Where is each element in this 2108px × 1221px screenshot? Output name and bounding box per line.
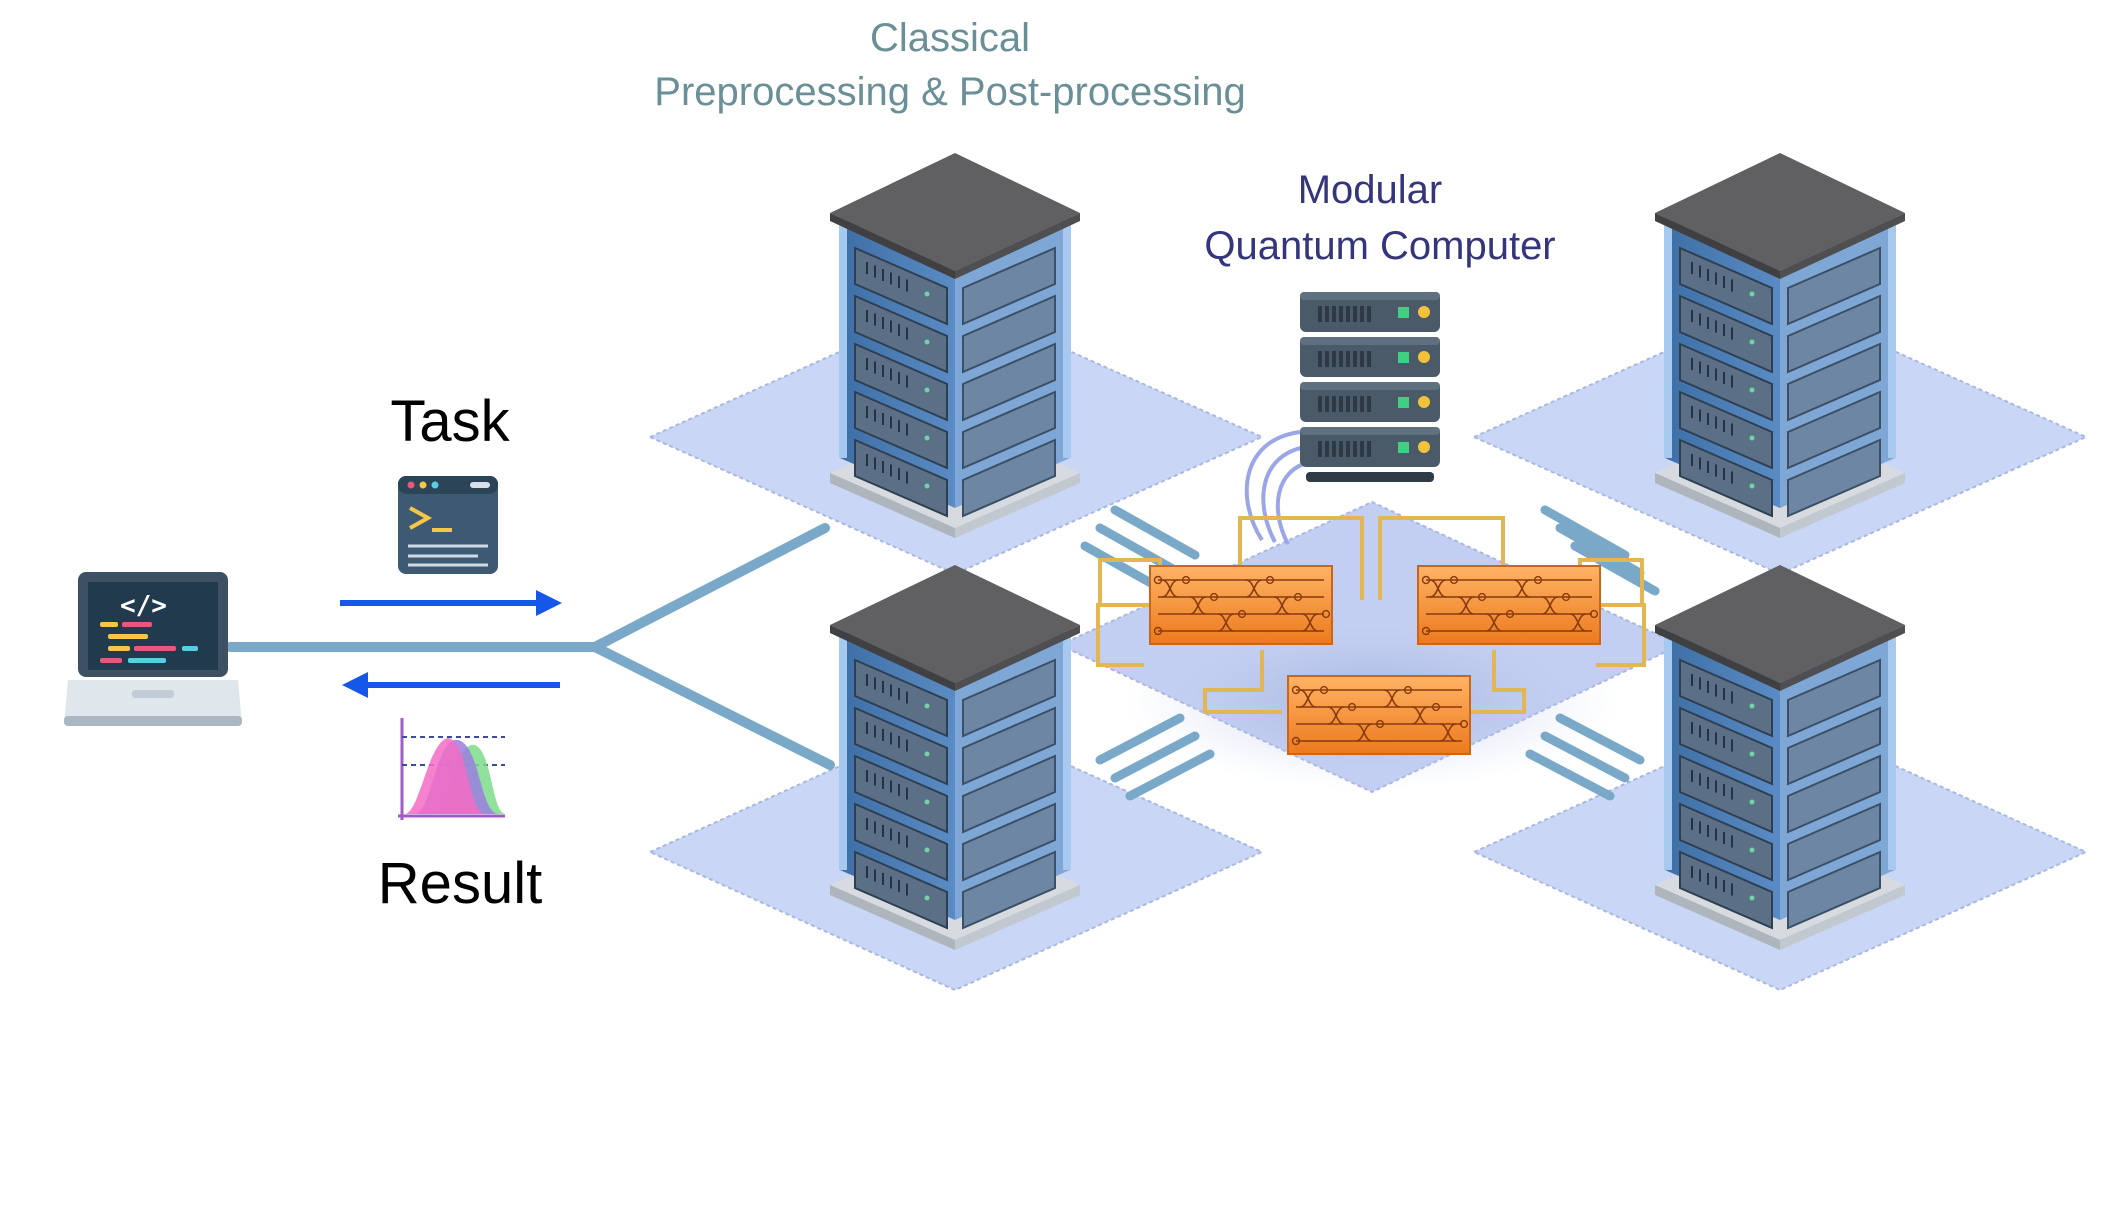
task-label: Task [390, 389, 510, 454]
photonic-chip-icon [1417, 565, 1601, 645]
server-tower-icon [1655, 153, 1905, 538]
classical-title-line2: Preprocessing & Post-processing [654, 70, 1246, 114]
photonic-chip-modules [1149, 565, 1601, 755]
quantum-title-line2: Quantum Computer [1204, 224, 1556, 268]
laptop-code-icon: </> [64, 572, 242, 726]
quantum-title-line1: Modular [1297, 168, 1443, 212]
client-link [225, 523, 835, 770]
photonic-chip-icon [1149, 565, 1333, 645]
server-tower-icon [1655, 565, 1905, 950]
server-tower-icon [830, 565, 1080, 950]
rack-server-icon [1244, 292, 1440, 545]
photonic-chip-icon [1287, 675, 1471, 755]
task-arrow [340, 590, 562, 616]
distribution-chart-icon [398, 718, 505, 820]
classical-server-towers [830, 153, 1905, 950]
result-label: Result [377, 851, 543, 916]
server-tower-icon [830, 153, 1080, 538]
chip-wiring [1096, 516, 1646, 714]
result-arrow [342, 672, 560, 698]
classical-title-line1: Classical [869, 16, 1031, 60]
svg-text:</>: </> [120, 591, 167, 621]
terminal-window-icon [398, 476, 498, 574]
